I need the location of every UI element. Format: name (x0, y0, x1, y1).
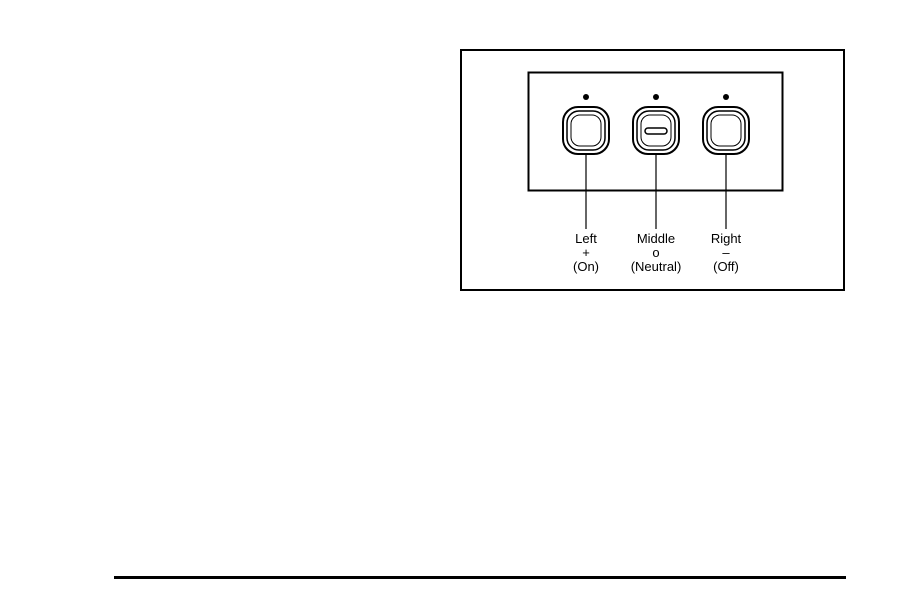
right-switch-inner (707, 111, 745, 150)
middle-switch-outer (633, 107, 679, 154)
middle-switch-bar (645, 128, 667, 134)
right-caption-name: Right (686, 232, 766, 246)
middle-indicator-dot (653, 94, 659, 100)
right-switch-outer (703, 107, 749, 154)
left-switch[interactable] (563, 94, 609, 154)
left-switch-inner (567, 111, 605, 150)
middle-switch-caption: Middle o (Neutral) (616, 232, 696, 274)
right-caption-symbol: – (686, 246, 766, 260)
left-switch-caption: Left + (On) (546, 232, 626, 274)
middle-caption-symbol: o (616, 246, 696, 260)
middle-caption-state: (Neutral) (616, 260, 696, 274)
left-switch-face (571, 115, 601, 146)
left-indicator-dot (583, 94, 589, 100)
right-caption-state: (Off) (686, 260, 766, 274)
left-caption-name: Left (546, 232, 626, 246)
right-switch-face (711, 115, 741, 146)
left-caption-symbol: + (546, 246, 626, 260)
footer-rule (114, 576, 846, 579)
right-switch-caption: Right – (Off) (686, 232, 766, 274)
middle-caption-name: Middle (616, 232, 696, 246)
right-switch[interactable] (703, 94, 749, 154)
right-indicator-dot (723, 94, 729, 100)
left-switch-outer (563, 107, 609, 154)
middle-switch-inner (637, 111, 675, 150)
left-caption-state: (On) (546, 260, 626, 274)
middle-switch[interactable] (633, 94, 679, 154)
